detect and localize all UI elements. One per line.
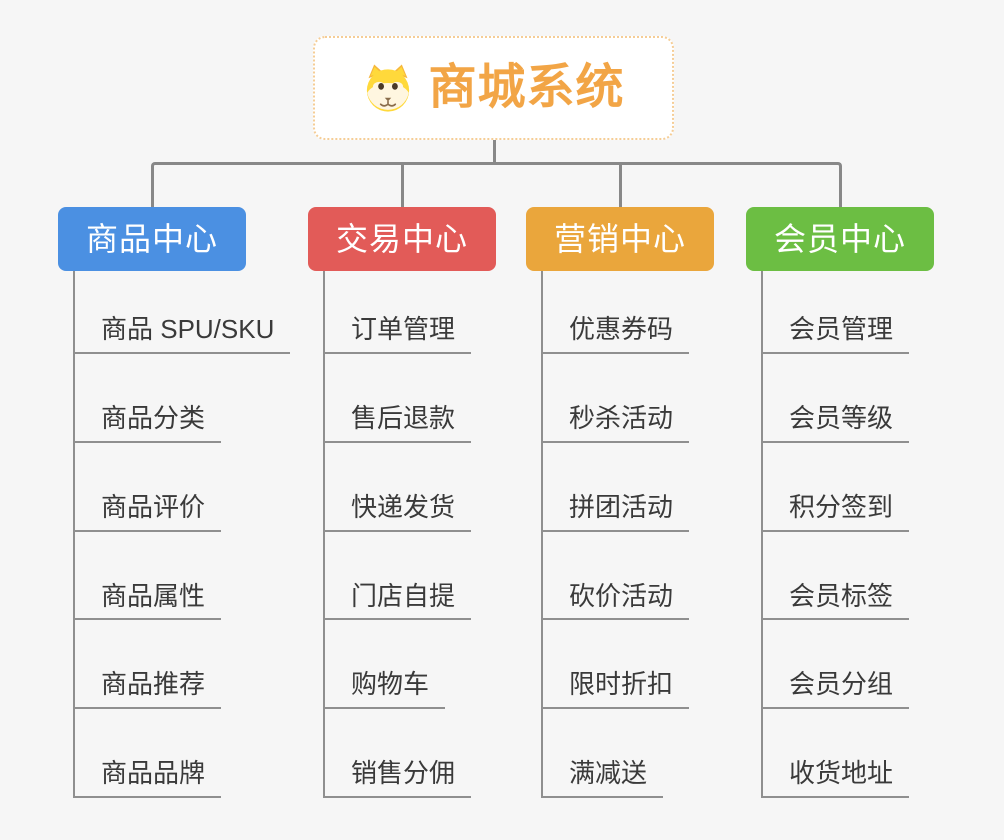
leaf-label: 购物车 xyxy=(323,669,446,710)
branch-label: 商品中心 xyxy=(85,221,218,257)
leaf-node[interactable]: 收货地址 xyxy=(761,752,910,798)
leaf-label: 商品推荐 xyxy=(73,669,222,710)
leaf-node[interactable]: 销售分佣 xyxy=(323,752,472,798)
leaf-node[interactable]: 商品属性 xyxy=(73,574,222,621)
leaf-node[interactable]: 优惠券码 xyxy=(541,308,690,354)
leaf-node[interactable]: 商品品牌 xyxy=(73,752,222,798)
connector-bus xyxy=(150,162,842,209)
leaf-label: 会员标签 xyxy=(761,581,910,621)
leaf-node[interactable]: 会员管理 xyxy=(761,308,910,354)
leaf-node[interactable]: 会员等级 xyxy=(761,397,910,443)
leaf-node[interactable]: 购物车 xyxy=(323,663,446,710)
connector-branch-drop xyxy=(400,162,404,209)
leaf-node[interactable]: 商品推荐 xyxy=(73,663,222,710)
branch-label: 营销中心 xyxy=(553,221,686,257)
branch-label: 会员中心 xyxy=(773,221,906,257)
leaf-label: 会员等级 xyxy=(761,403,910,443)
root-title: 商城系统 xyxy=(428,61,625,114)
leaf-label: 商品属性 xyxy=(73,581,222,621)
leaf-node[interactable]: 积分签到 xyxy=(761,486,910,532)
leaf-node[interactable]: 商品 SPU/SKU xyxy=(73,308,291,354)
leaf-node[interactable]: 拼团活动 xyxy=(541,486,690,532)
leaf-node[interactable]: 会员分组 xyxy=(761,663,910,710)
branch-label: 交易中心 xyxy=(335,221,468,257)
branch-node-2[interactable]: 交易中心 xyxy=(308,207,496,271)
connector-branch-trunk xyxy=(323,271,325,798)
leaf-node[interactable]: 限时折扣 xyxy=(541,663,690,710)
leaf-node[interactable]: 快递发货 xyxy=(323,486,472,532)
leaf-label: 售后退款 xyxy=(323,403,472,443)
connector-branch-trunk xyxy=(541,271,543,798)
connector-branch-trunk xyxy=(761,271,763,798)
leaf-label: 商品品牌 xyxy=(73,758,222,798)
connector-branch-drop xyxy=(618,162,622,209)
leaf-label: 订单管理 xyxy=(323,314,472,354)
leaf-node[interactable]: 满减送 xyxy=(541,752,664,798)
branch-node-1[interactable]: 商品中心 xyxy=(58,207,246,271)
leaf-node[interactable]: 砍价活动 xyxy=(541,574,690,621)
leaf-node[interactable]: 订单管理 xyxy=(323,308,472,354)
leaf-label: 秒杀活动 xyxy=(541,403,690,443)
root-node[interactable]: 商城系统 xyxy=(313,36,674,140)
leaf-node[interactable]: 门店自提 xyxy=(323,574,472,621)
leaf-label: 门店自提 xyxy=(323,581,472,621)
leaf-label: 砍价活动 xyxy=(541,581,690,621)
leaf-label: 拼团活动 xyxy=(541,492,690,532)
connector-root-stub xyxy=(492,140,496,165)
leaf-label: 商品评价 xyxy=(73,492,222,532)
leaf-label: 优惠券码 xyxy=(541,314,690,354)
leaf-node[interactable]: 秒杀活动 xyxy=(541,397,690,443)
leaf-node[interactable]: 商品评价 xyxy=(73,486,222,532)
leaf-label: 快递发货 xyxy=(323,492,472,532)
connector-branch-trunk xyxy=(73,271,75,798)
branch-node-3[interactable]: 营销中心 xyxy=(526,207,714,271)
leaf-label: 限时折扣 xyxy=(541,669,690,710)
dog-face-icon xyxy=(362,62,414,114)
leaf-node[interactable]: 会员标签 xyxy=(761,574,910,621)
leaf-label: 商品分类 xyxy=(73,403,222,443)
leaf-label: 满减送 xyxy=(541,758,664,798)
leaf-node[interactable]: 售后退款 xyxy=(323,397,472,443)
leaf-label: 积分签到 xyxy=(761,492,910,532)
leaf-label: 销售分佣 xyxy=(323,758,472,798)
leaf-label: 商品 SPU/SKU xyxy=(73,314,291,354)
leaf-label: 会员管理 xyxy=(761,314,910,354)
leaf-label: 会员分组 xyxy=(761,669,910,710)
branch-node-4[interactable]: 会员中心 xyxy=(746,207,934,271)
leaf-label: 收货地址 xyxy=(761,758,910,798)
leaf-node[interactable]: 商品分类 xyxy=(73,397,222,443)
